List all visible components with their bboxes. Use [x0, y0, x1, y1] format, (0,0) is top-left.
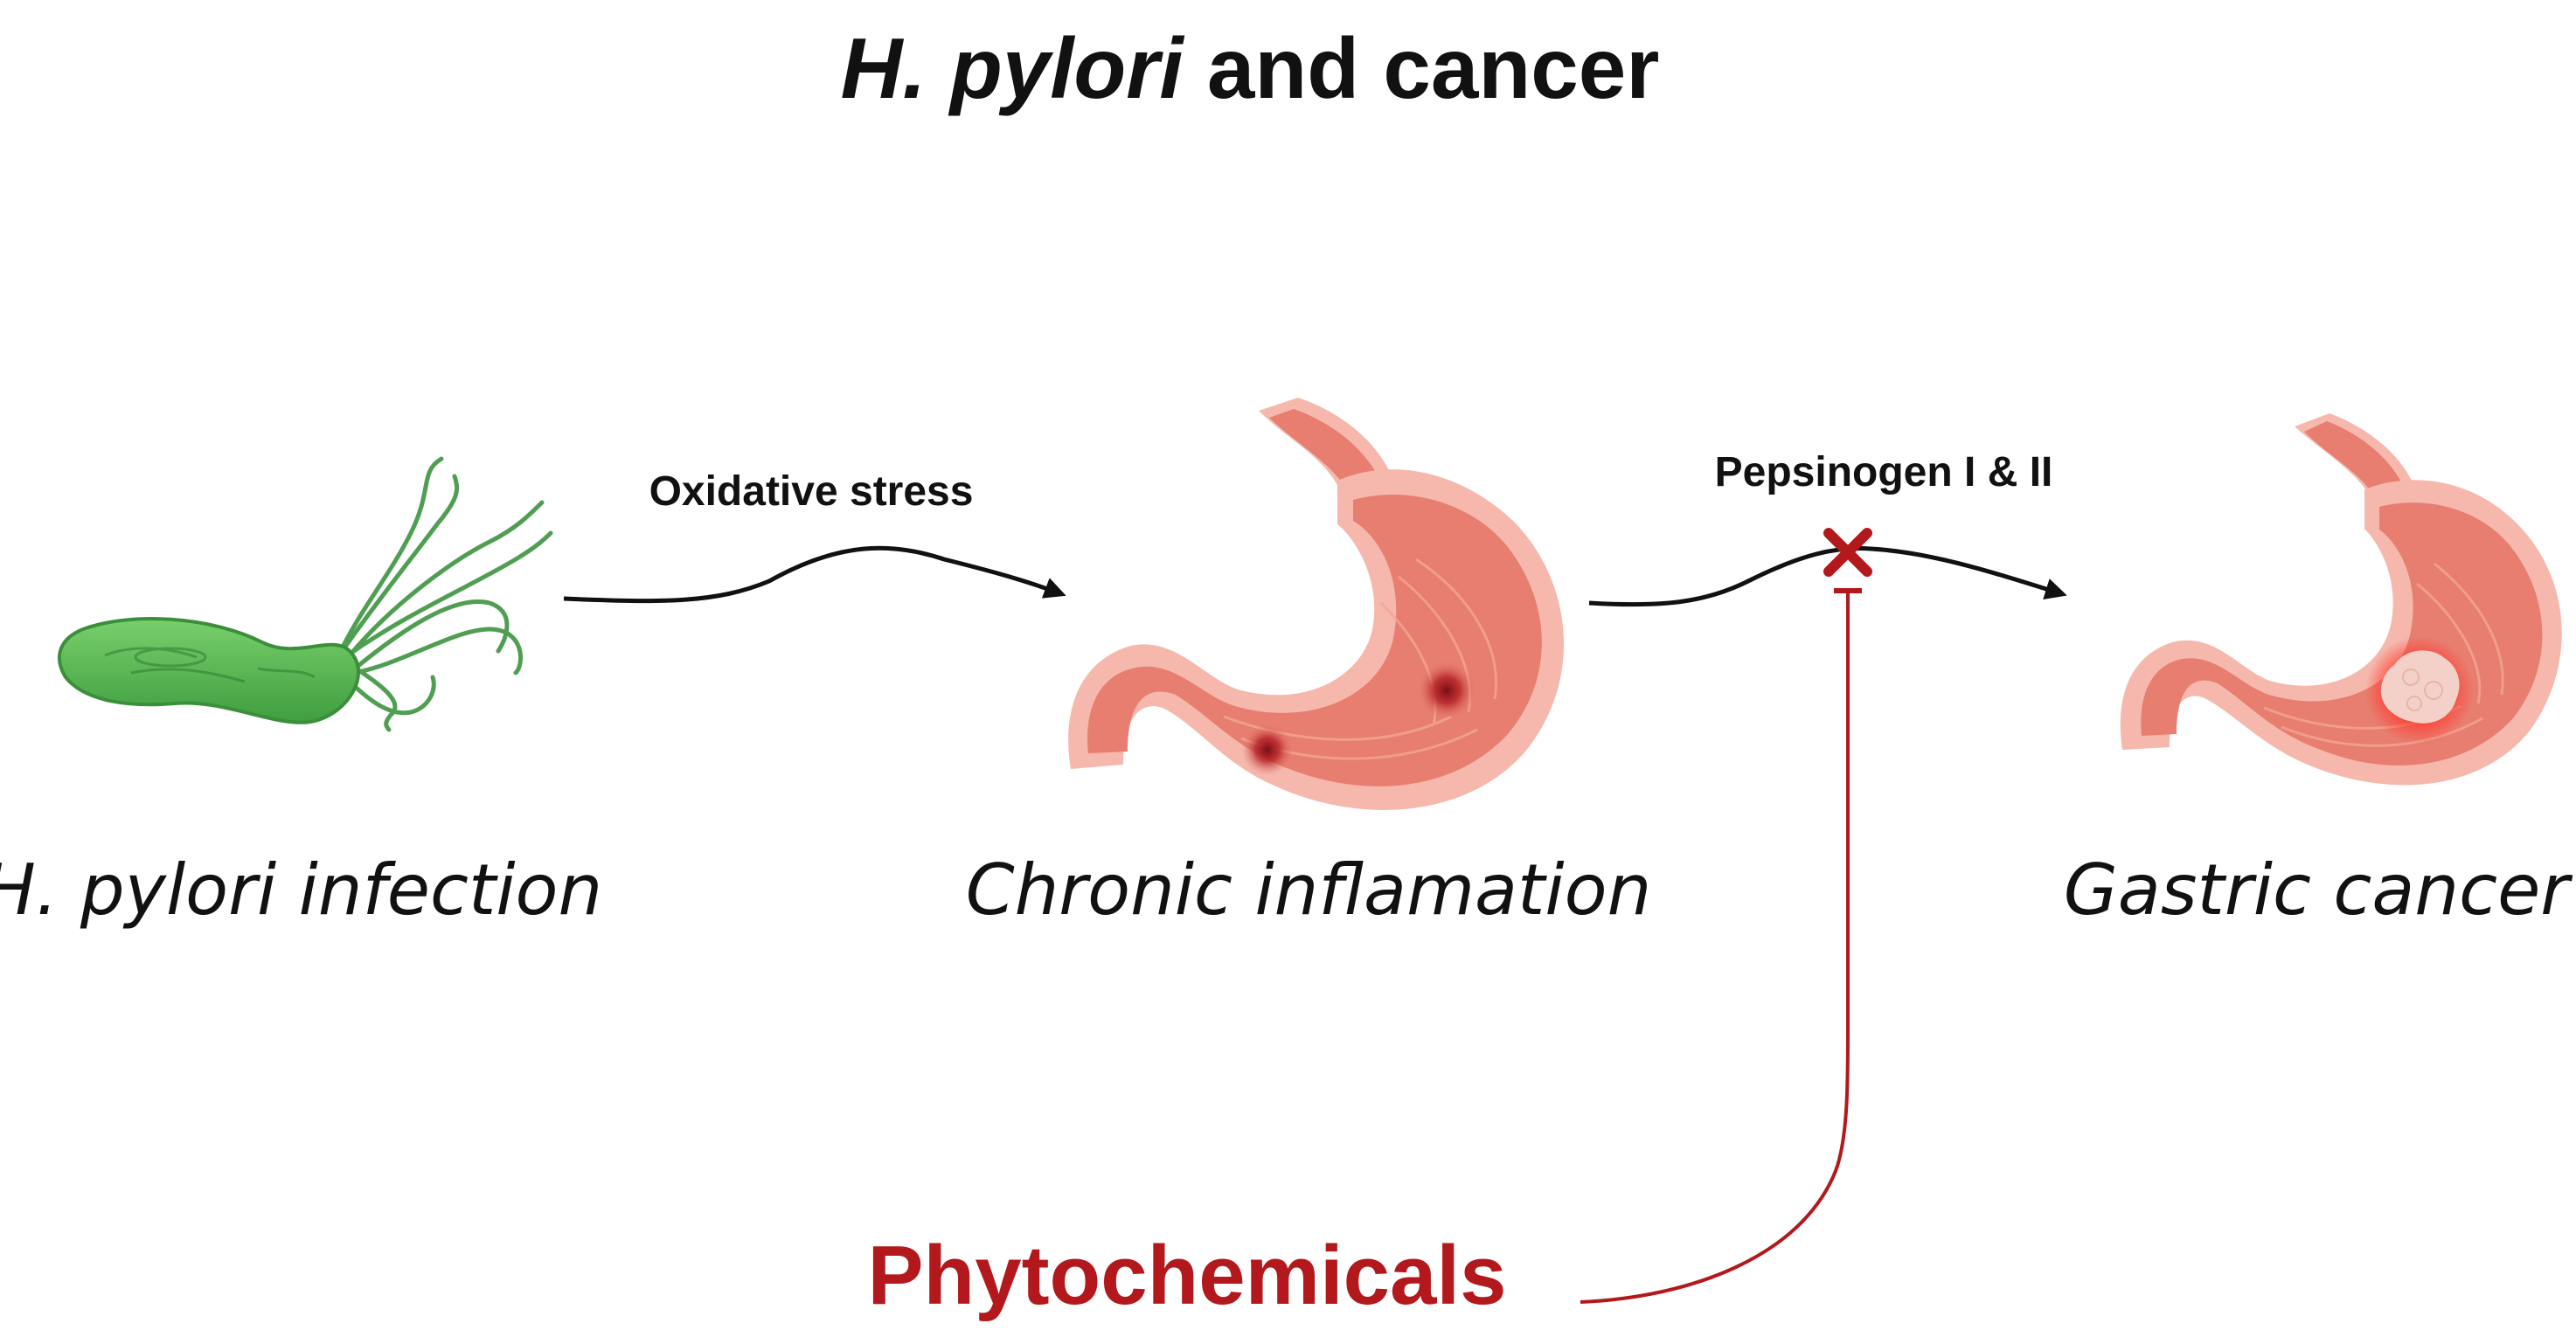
tumor-mass [2380, 650, 2460, 724]
lesion-1 [1417, 661, 1476, 720]
tumor-stomach-icon [2120, 413, 2562, 786]
phytochemicals-label: Phytochemicals [868, 1229, 1507, 1322]
bacterium-icon [57, 456, 553, 732]
arrow-pepsinogen [1588, 546, 2067, 607]
oxidative-stress-label: Oxidative stress [649, 468, 974, 515]
inhibition-x-icon [1823, 528, 1872, 577]
stage-label-cancer: Gastric cancer [2064, 849, 2574, 931]
inhibition-line [1580, 591, 1850, 1304]
inflamed-stomach-icon [1068, 398, 1565, 810]
arrow-oxidative-stress [563, 545, 1066, 604]
pepsinogen-label: Pepsinogen I & II [1715, 449, 2053, 495]
stage-label-infection: H. pylori infection [0, 849, 602, 931]
diagram-title: H. pylori and cancer [841, 20, 1660, 116]
title-rest: and cancer [1184, 20, 1660, 116]
title-italic-part: H. pylori [841, 20, 1185, 116]
lesion-2 [1241, 724, 1294, 776]
stage-label-inflammation: Chronic inflamation [966, 849, 1652, 931]
